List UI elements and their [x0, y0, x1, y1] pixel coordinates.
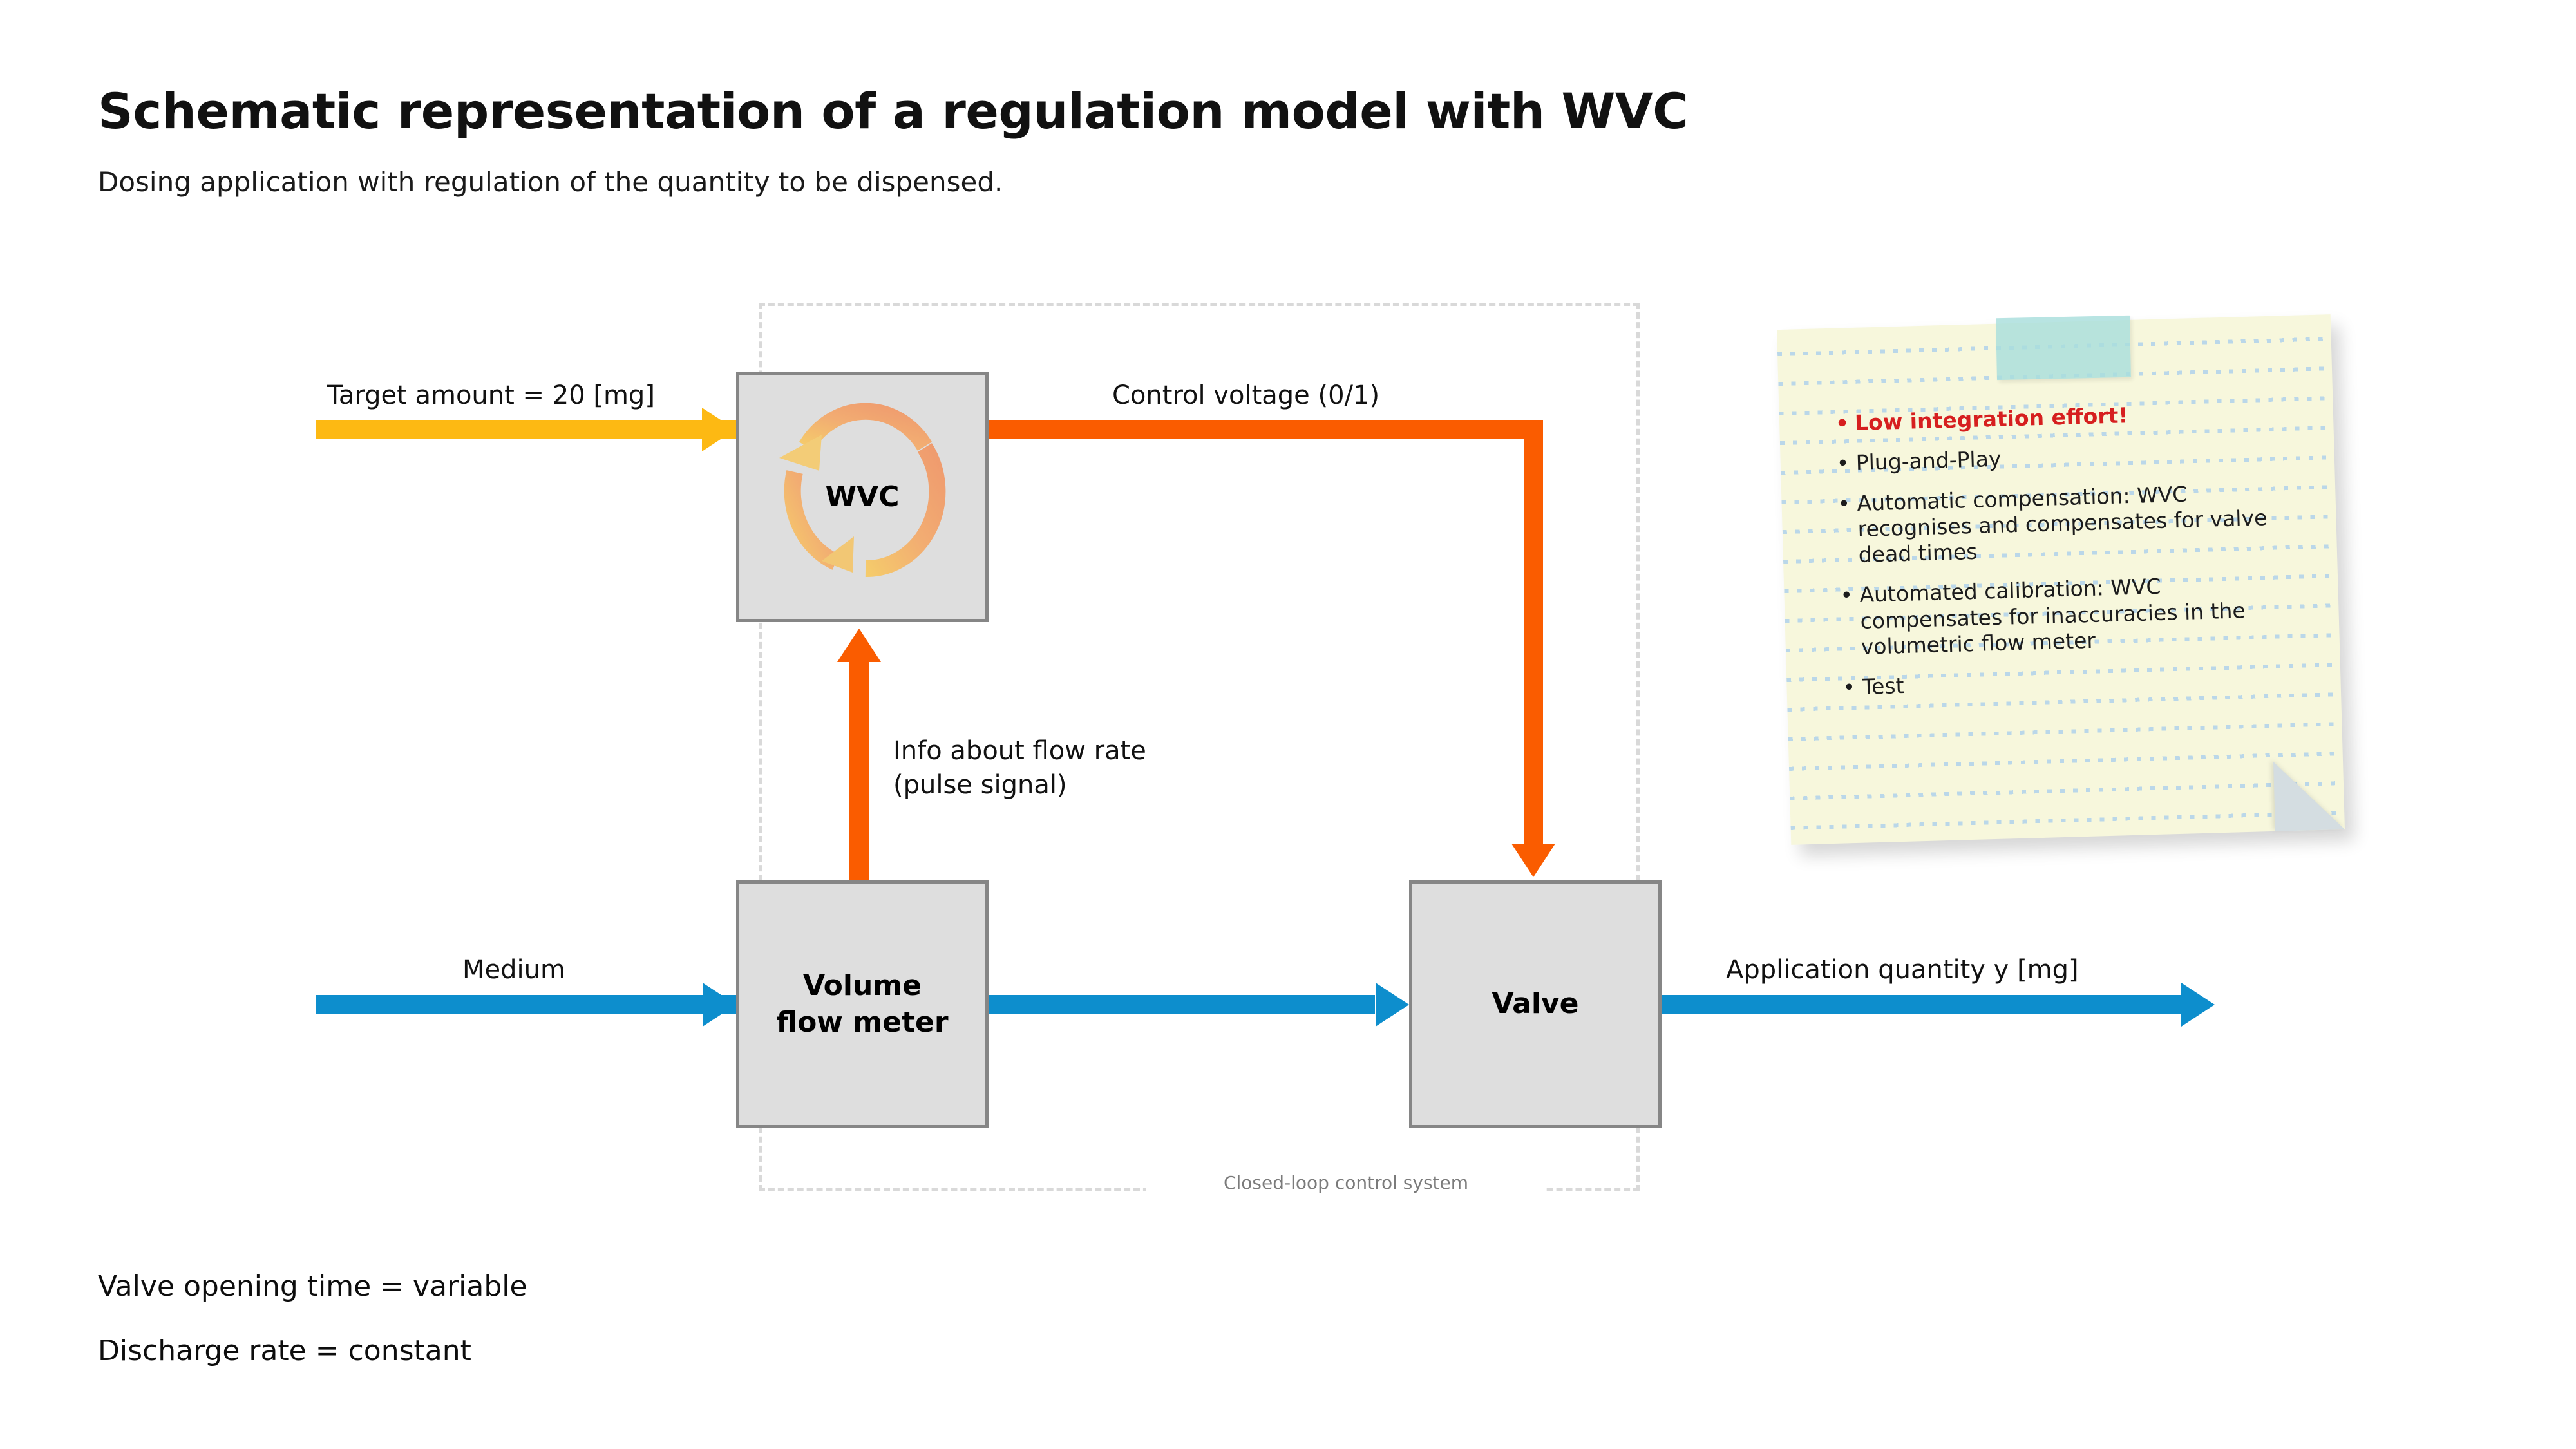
block-volume-flow-meter[interactable]: Volume flow meter — [736, 880, 989, 1128]
sticky-note-folded-corner — [2273, 759, 2345, 831]
bullet-icon: • — [1837, 490, 1851, 516]
page-subtitle: Dosing application with regulation of th… — [98, 166, 1003, 198]
flow-rate-feedback-arrowhead — [837, 629, 881, 662]
sticky-note-bullet-list: • Low integration effort! • Plug-and-Pla… — [1835, 398, 2295, 715]
medium-label: Medium — [462, 955, 565, 985]
control-voltage-label: Control voltage (0/1) — [1112, 381, 1380, 410]
bullet-icon: • — [1836, 450, 1850, 477]
meter-to-valve-arrow-shaft — [989, 995, 1375, 1014]
sticky-note: • Low integration effort! • Plug-and-Pla… — [1776, 314, 2351, 863]
control-voltage-arrowhead — [1511, 844, 1555, 877]
target-amount-arrowhead — [702, 408, 735, 451]
list-item: • Plug-and-Play — [1836, 439, 2287, 477]
list-item-text: Plug-and-Play — [1855, 446, 2002, 476]
control-voltage-arrow-shaft-vertical — [1524, 420, 1543, 845]
block-wvc-label: WVC — [825, 480, 900, 513]
list-item: • Automated calibration: WVC compensates… — [1840, 570, 2293, 660]
closed-loop-caption: Closed-loop control system — [1146, 1171, 1546, 1195]
flow-rate-feedback-label: Info about flow rate (pulse signal) — [893, 736, 1146, 800]
sticky-note-tape-icon — [1996, 315, 2131, 381]
block-wvc[interactable]: WVC — [736, 372, 989, 622]
block-valve-label: Valve — [1492, 987, 1579, 1021]
list-item-text: Automated calibration: WVC compensates f… — [1859, 574, 2246, 659]
medium-arrow-shaft — [316, 995, 737, 1014]
footer-note-discharge-rate: Discharge rate = constant — [98, 1334, 471, 1367]
target-amount-label: Target amount = 20 [mg] — [327, 381, 655, 410]
list-item-text: Test — [1861, 673, 1905, 699]
medium-arrowhead — [703, 983, 736, 1027]
target-amount-arrow-shaft — [316, 420, 737, 439]
bullet-icon: • — [1835, 410, 1850, 436]
flow-rate-feedback-arrow-shaft — [849, 662, 869, 884]
application-quantity-label: Application quantity y [mg] — [1726, 955, 2079, 985]
list-item: • Test — [1842, 662, 2294, 701]
page-title: Schematic representation of a regulation… — [98, 82, 1689, 140]
bullet-icon: • — [1840, 582, 1853, 608]
footer-note-valve-opening-time: Valve opening time = variable — [98, 1270, 527, 1303]
application-quantity-arrow-shaft — [1662, 995, 2183, 1014]
regulation-loop-icon — [779, 402, 946, 578]
control-voltage-arrow-shaft-horizontal — [987, 420, 1543, 439]
meter-to-valve-arrowhead — [1376, 983, 1409, 1027]
bullet-icon: • — [1842, 674, 1856, 700]
list-item: • Automatic compensation: WVC recognises… — [1837, 478, 2290, 569]
application-quantity-arrowhead — [2181, 983, 2215, 1027]
block-valve[interactable]: Valve — [1409, 880, 1662, 1128]
block-volume-flow-meter-label: Volume flow meter — [776, 969, 949, 1039]
list-item-text: Automatic compensation: WVC recognises a… — [1857, 481, 2268, 567]
